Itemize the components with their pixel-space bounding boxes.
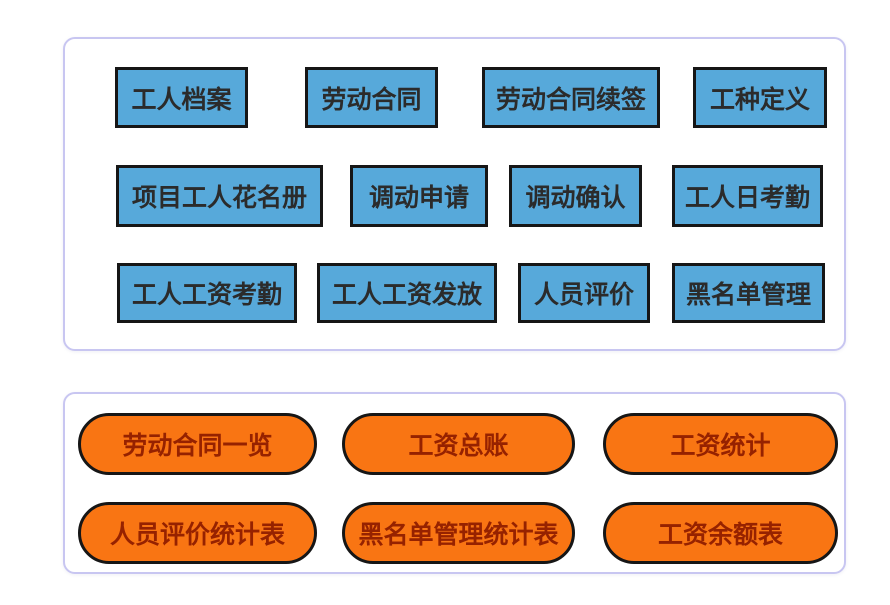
module-button-worker-wage-attendance[interactable]: 工人工资考勤: [117, 263, 297, 323]
module-button-project-worker-roster[interactable]: 项目工人花名册: [116, 165, 323, 227]
module-panel: 工人档案 劳动合同 劳动合同续签 工种定义 项目工人花名册 调动申请 调动确认 …: [63, 37, 846, 351]
module-button-blacklist-management[interactable]: 黑名单管理: [672, 263, 825, 323]
module-button-worker-daily-attendance[interactable]: 工人日考勤: [672, 165, 823, 227]
module-button-labor-contract-renewal[interactable]: 劳动合同续签: [482, 67, 660, 128]
module-button-worker-wage-payment[interactable]: 工人工资发放: [317, 263, 497, 323]
report-button-wage-general-ledger[interactable]: 工资总账: [342, 413, 575, 475]
report-button-blacklist-management-report[interactable]: 黑名单管理统计表: [342, 502, 575, 564]
report-button-wage-balance-report[interactable]: 工资余额表: [603, 502, 838, 564]
report-panel: 劳动合同一览 工资总账 工资统计 人员评价统计表 黑名单管理统计表 工资余额表: [63, 392, 846, 574]
report-button-labor-contract-overview[interactable]: 劳动合同一览: [78, 413, 317, 475]
module-button-transfer-confirmation[interactable]: 调动确认: [509, 165, 642, 227]
module-button-transfer-application[interactable]: 调动申请: [350, 165, 488, 227]
module-button-labor-contract[interactable]: 劳动合同: [305, 67, 438, 128]
module-button-job-type-definition[interactable]: 工种定义: [693, 67, 827, 128]
module-button-personnel-evaluation[interactable]: 人员评价: [518, 263, 650, 323]
module-button-worker-archive[interactable]: 工人档案: [115, 67, 248, 128]
report-button-wage-statistics[interactable]: 工资统计: [603, 413, 838, 475]
report-button-personnel-evaluation-report[interactable]: 人员评价统计表: [78, 502, 317, 564]
